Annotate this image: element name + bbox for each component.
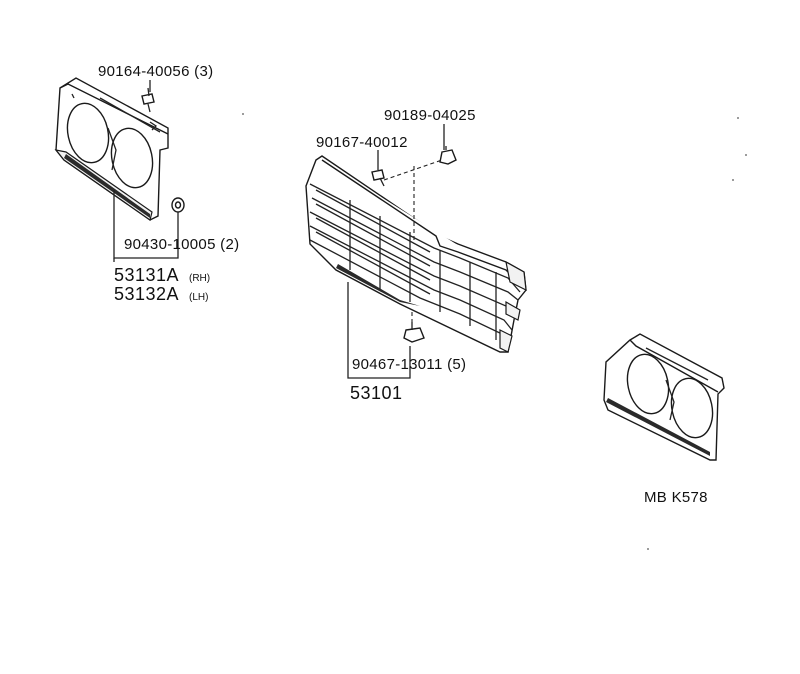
leader-line (113, 190, 179, 259)
callout-screw-top: 90167-40012 (316, 134, 408, 151)
callout-bolt-top-left: 90164-40056 (3) (98, 63, 213, 80)
grille (305, 155, 527, 353)
headlamp-housing-left (54, 77, 169, 221)
callout-housing-lh-suffix: (LH) (189, 292, 208, 303)
callout-nut-left: 90430-10005 (2) (124, 236, 239, 253)
callout-housing-lh: 53132A (114, 284, 179, 304)
leader-line (347, 282, 411, 379)
callout-clip-bottom: 90467-13011 (5) (352, 356, 466, 373)
leader-line (383, 159, 443, 181)
callout-housing-rh-suffix: (RH) (189, 273, 210, 284)
bolt-icon (141, 87, 155, 113)
callout-grille: 53101 (350, 383, 403, 403)
callout-clip-top: 90189-04025 (384, 107, 476, 124)
clip-icon (403, 322, 425, 343)
clip-icon (439, 146, 457, 165)
screw-icon (371, 169, 385, 187)
diagram-code: MB K578 (644, 489, 708, 506)
headlamp-housing-right (603, 333, 725, 461)
nut-icon (171, 197, 185, 213)
callout-housing-rh: 53131A (114, 265, 179, 285)
